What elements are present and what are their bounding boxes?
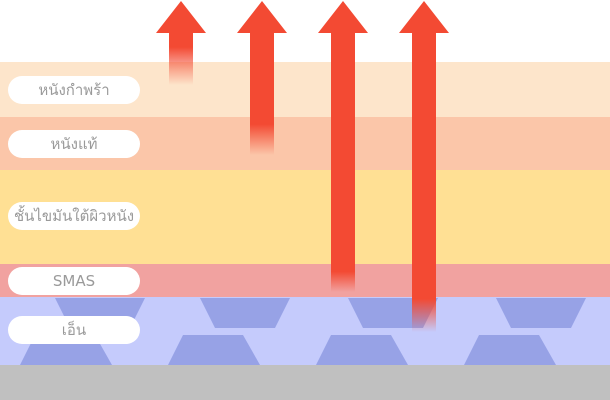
tendon-hexagon [316,335,408,365]
label-fat: ชั้นไขมันใต้ผิวหนัง [8,202,140,230]
heat-arrow-tendon [399,1,449,332]
heat-arrow-smas [318,1,368,292]
tendon-hexagon [200,298,290,328]
label-smas: SMAS [8,267,140,295]
tendon-hexagon [168,335,260,365]
label-dermis: หนังแท้ [8,130,140,158]
layer-bone [0,365,610,400]
label-epidermis: หนังกำพร้า [8,76,140,104]
heat-arrow-dermis [237,1,287,155]
heat-arrow-epidermis [156,1,206,85]
tendon-hexagon [496,298,586,328]
tendon-hexagon [464,335,556,365]
label-tendon: เอ็น [8,316,140,344]
